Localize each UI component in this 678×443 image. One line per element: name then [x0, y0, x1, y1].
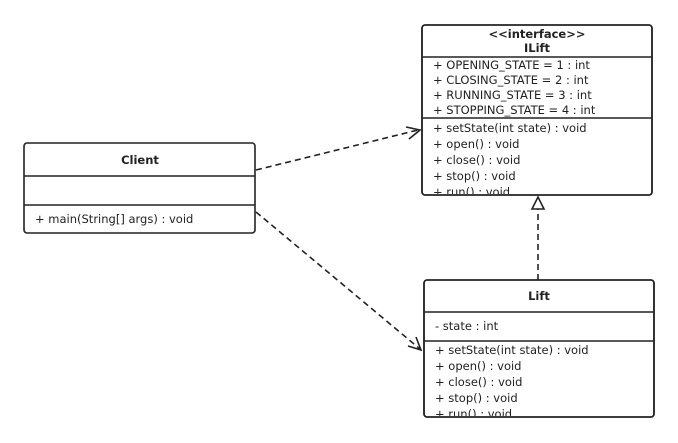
method: + open() : void [435, 359, 522, 373]
stereotype-label: <<interface>> [488, 27, 585, 41]
method: + setState(int state) : void [433, 121, 587, 135]
method: + run() : void [435, 407, 512, 421]
dependency-client-to-lift [255, 211, 423, 352]
method: + open() : void [433, 137, 520, 151]
class-name: ILift [524, 41, 551, 55]
class-box-ilift[interactable]: <<interface>> ILift + OPENING_STATE = 1 … [421, 24, 653, 199]
realization-lift-to-ilift [530, 195, 546, 280]
open-arrowhead-icon [407, 336, 423, 352]
attribute: - state : int [435, 319, 499, 333]
class-box-lift[interactable]: Lift - state : int + setState(int state)… [423, 279, 655, 421]
method: + close() : void [435, 375, 522, 389]
method: + stop() : void [435, 391, 518, 405]
dependency-client-to-ilift [255, 126, 422, 171]
class-box-client[interactable]: Client + main(String[] args) : void [23, 142, 256, 234]
attribute: + OPENING_STATE = 1 : int [433, 58, 590, 72]
method: + close() : void [433, 153, 520, 167]
method: + setState(int state) : void [435, 343, 589, 357]
class-name: Client [121, 153, 159, 167]
open-arrowhead-icon [405, 126, 422, 140]
class-name: Lift [528, 289, 550, 303]
hollow-triangle-icon [530, 195, 546, 210]
attribute: + STOPPING_STATE = 4 : int [433, 103, 596, 117]
method: + run() : void [433, 185, 510, 199]
attribute: + CLOSING_STATE = 2 : int [433, 73, 589, 87]
method: + stop() : void [433, 169, 516, 183]
method: + main(String[] args) : void [35, 212, 193, 226]
attribute: + RUNNING_STATE = 3 : int [433, 88, 592, 102]
